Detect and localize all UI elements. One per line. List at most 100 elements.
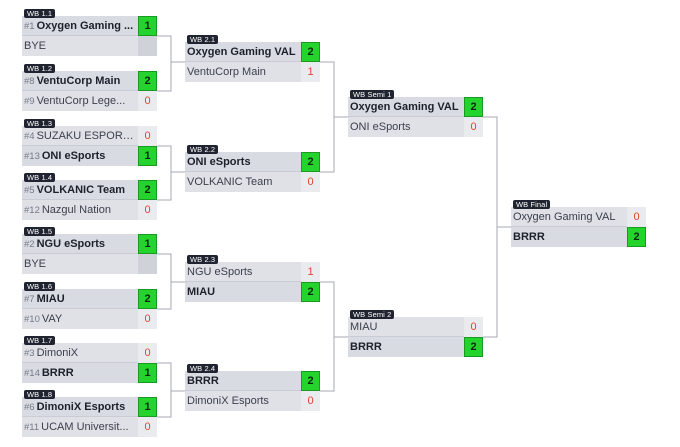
match-label: WB 1.2 [24,64,56,73]
score-box: 1 [138,146,157,166]
seed-number: #7 [24,294,35,305]
participant-row[interactable]: BYE [22,36,157,56]
team-name: NGU eSports [36,238,106,250]
match-label: WB 1.1 [24,9,56,18]
seed-number: #8 [24,76,35,87]
participant-name: BYE [24,36,134,56]
match-label: WB 1.7 [24,336,56,345]
participant-name: MIAU [350,317,460,337]
match-label: WB 1.5 [24,227,56,236]
participant-row[interactable]: BRRR 2 [348,337,483,357]
score-box [138,254,157,274]
team-name: Oxygen Gaming ... [36,20,134,32]
score-box: 0 [464,117,483,137]
participant-name: Oxygen Gaming VAL [350,97,460,117]
match-label: WB 2.2 [187,145,219,154]
participant-name: VentuCorp Main [187,62,297,82]
score-box: 2 [627,227,646,247]
seed-number: #3 [24,348,35,359]
match-label: WB 1.8 [24,390,56,399]
team-name: BRRR [350,341,382,353]
score-box: 1 [301,262,320,282]
connector-line [483,116,511,338]
team-name: ONI eSports [187,156,251,168]
score-box: 2 [301,152,320,172]
participant-name: Oxygen Gaming VAL [187,42,297,62]
participant-name: NGU eSports [187,262,297,282]
team-name: Oxygen Gaming VAL [350,101,459,113]
seed-number: #2 [24,239,35,250]
participant-row[interactable]: BYE [22,254,157,274]
participant-name: ONI eSports [187,152,297,172]
score-box: 0 [464,317,483,337]
participant-row[interactable]: Oxygen Gaming VAL 2 [348,97,483,117]
score-box: 2 [464,97,483,117]
participant-name: BRRR [187,371,297,391]
participant-name: Oxygen Gaming VAL [513,207,623,227]
score-box: 2 [464,337,483,357]
score-box: 0 [301,172,320,192]
team-name: DimoniX [36,347,79,359]
team-name: UCAM Universit... [41,421,129,433]
score-box: 1 [138,234,157,254]
score-box: 0 [301,391,320,411]
participant-name: VOLKANIC Team [187,172,297,192]
match-label: WB 1.6 [24,282,56,291]
team-name: VentuCorp Main [187,66,266,78]
participant-row[interactable]: ONI eSports 2 [185,152,320,172]
score-box: 0 [138,200,157,220]
team-name: Oxygen Gaming VAL [513,211,616,223]
team-name: BRRR [187,375,219,387]
team-name: MIAU [187,286,216,298]
match-label: WB 1.4 [24,173,56,182]
team-name: VAY [41,313,63,325]
seed-number: #12 [24,205,40,216]
connector-line [157,362,185,418]
